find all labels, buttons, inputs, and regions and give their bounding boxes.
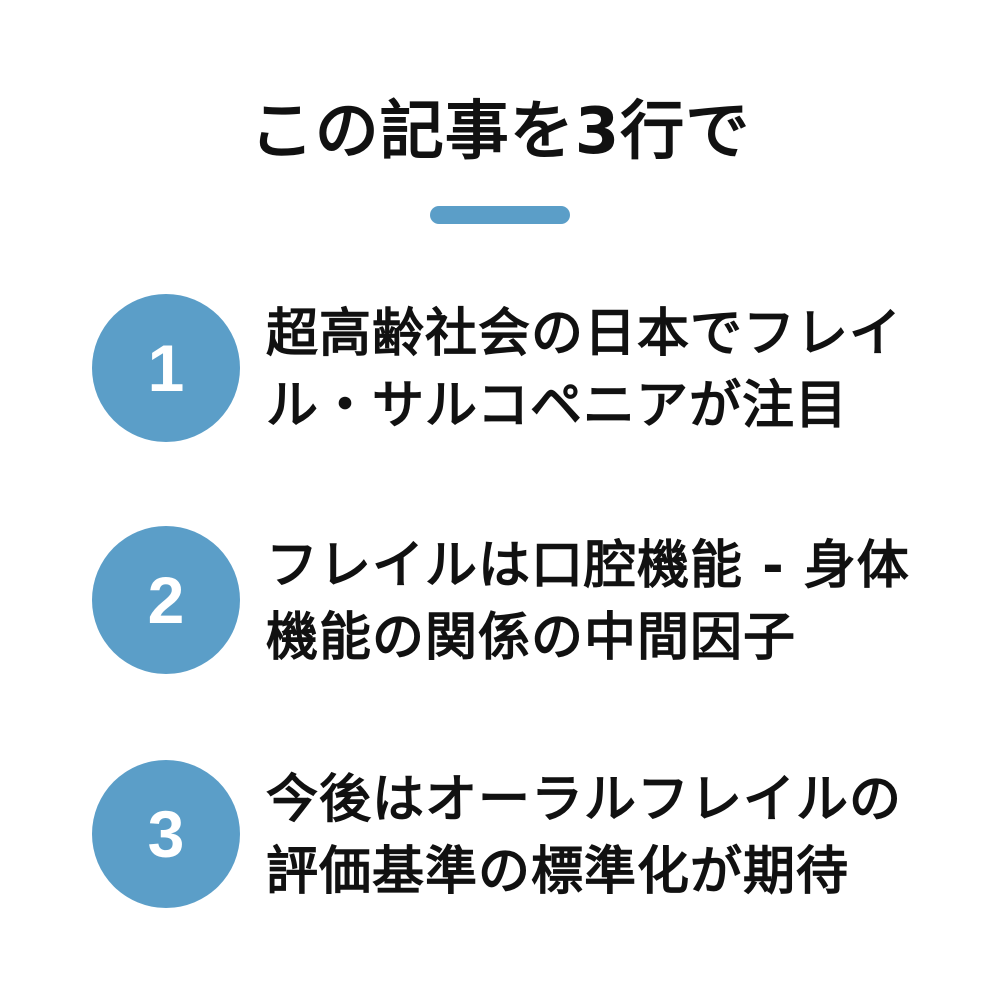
summary-item-1-line-2: ル・サルコペニアが注目 [266,376,848,436]
number-label-2: 2 [147,563,185,637]
summary-item-2-line-1: フレイルは口腔機能 - 身体 [266,536,910,596]
summary-item-1: 1 超高齢社会の日本でフレイ ル・サルコペニアが注目 [92,294,952,444]
number-label-1: 1 [147,331,185,405]
summary-item-text-2: フレイルは口腔機能 - 身体 機能の関係の中間因子 [266,530,926,674]
title-underline [430,206,570,224]
number-badge-3: 3 [92,760,240,908]
number-badge-1: 1 [92,294,240,442]
summary-item-3: 3 今後はオーラルフレイルの 評価基準の標準化が期待 [92,760,952,910]
summary-item-text-3: 今後はオーラルフレイルの 評価基準の標準化が期待 [266,764,926,908]
summary-item-3-line-1: 今後はオーラルフレイルの [266,770,903,830]
summary-item-2: 2 フレイルは口腔機能 - 身体 機能の関係の中間因子 [92,526,952,676]
number-label-3: 3 [147,797,185,871]
summary-item-1-line-1: 超高齢社会の日本でフレイ [266,304,903,364]
page-title: この記事を3行で [249,95,751,169]
summary-item-3-line-2: 評価基準の標準化が期待 [266,842,850,902]
summary-item-2-line-2: 機能の関係の中間因子 [266,608,797,668]
number-badge-2: 2 [92,526,240,674]
summary-item-text-1: 超高齢社会の日本でフレイ ル・サルコペニアが注目 [266,298,926,442]
